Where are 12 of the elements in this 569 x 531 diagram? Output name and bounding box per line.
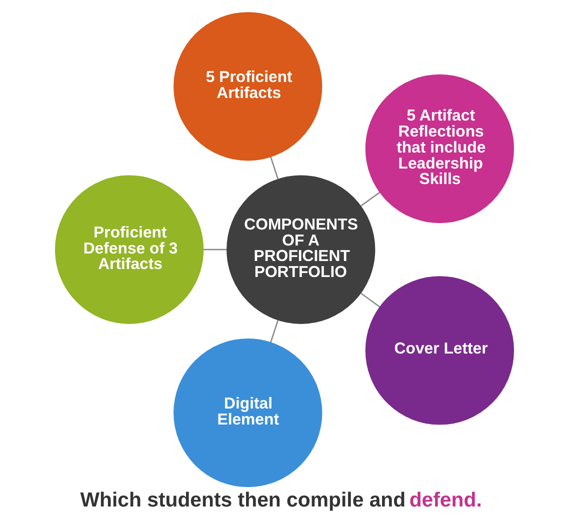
connector xyxy=(270,156,279,180)
connector xyxy=(360,192,380,207)
connector xyxy=(270,320,279,343)
node-circle: COMPONENTS OF A PROFICIENT PORTFOLIO xyxy=(226,175,376,324)
node-circle: Digital Element xyxy=(174,338,322,488)
connector xyxy=(360,292,380,308)
caption: Which students then compile and defend. xyxy=(80,489,482,512)
node-circle: Proficient Defense of 3 Artifacts xyxy=(54,175,204,324)
node-circle: 5 Proficient Artifacts xyxy=(174,12,322,161)
connector xyxy=(203,248,227,250)
node-circle: Cover Letter xyxy=(365,276,514,425)
node-circle: 5 Artifact Reflections that include Leadership Skills xyxy=(365,74,514,224)
